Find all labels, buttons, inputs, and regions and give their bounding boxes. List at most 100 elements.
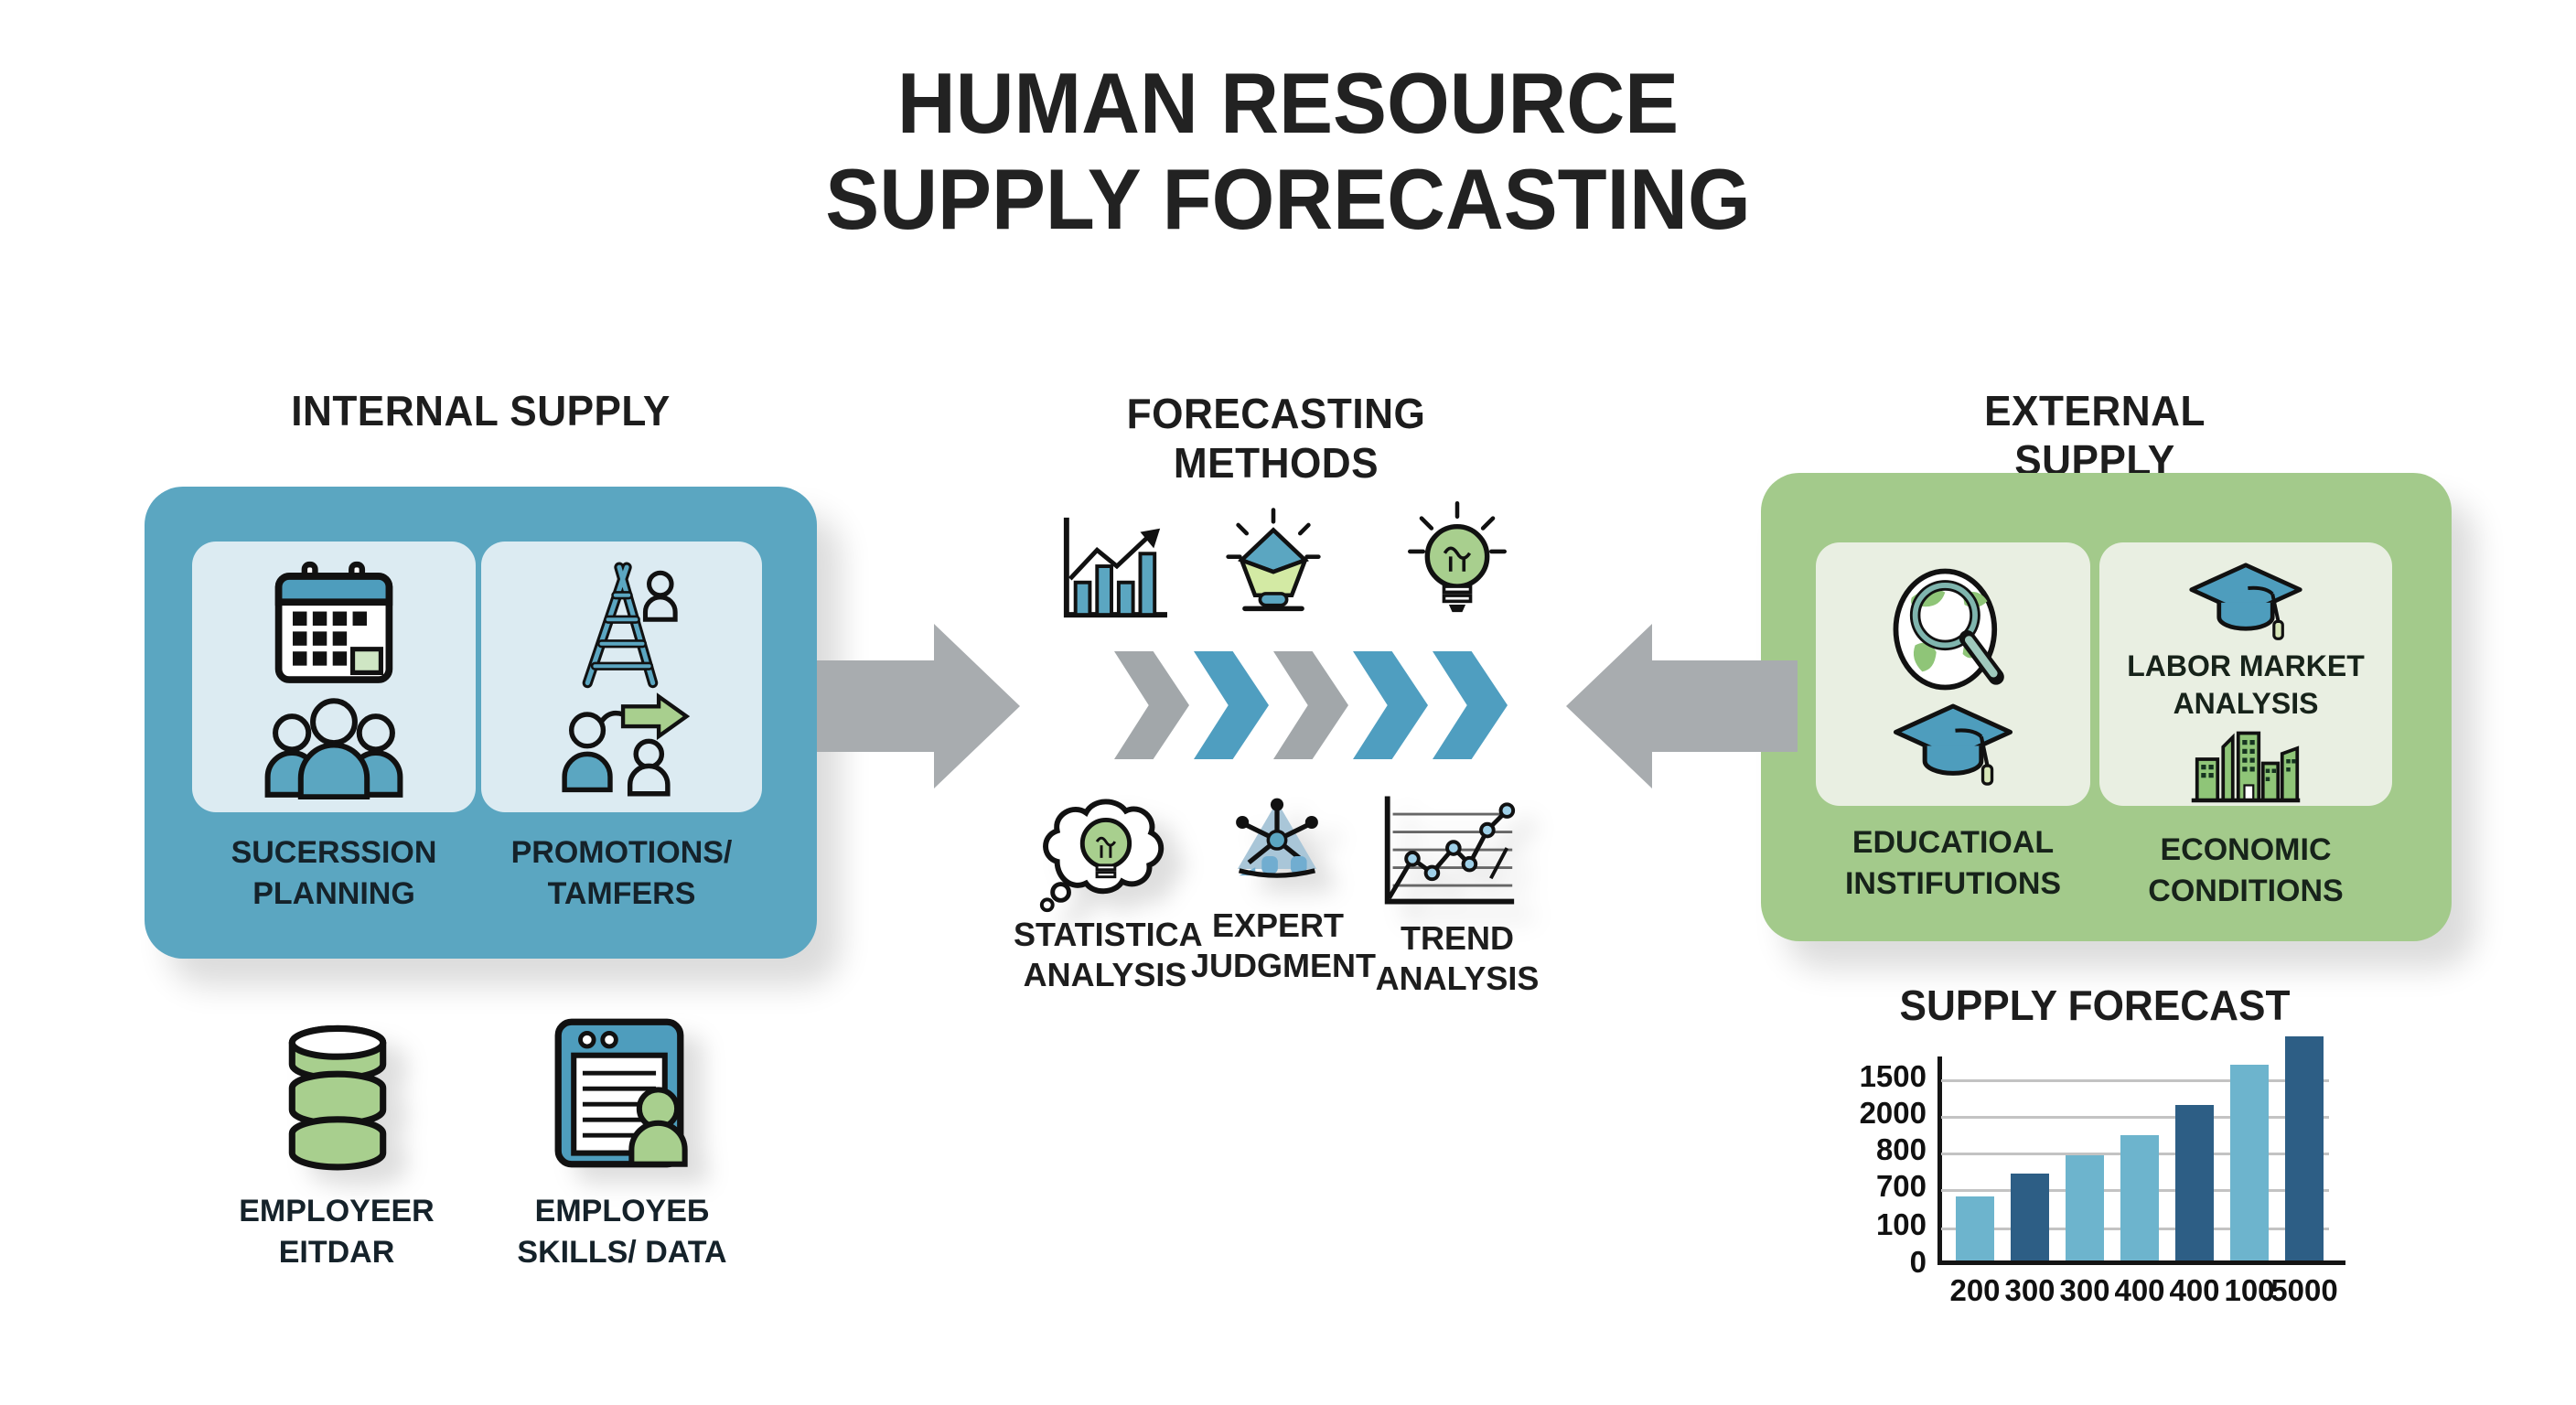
caption-line: STATISTICA xyxy=(1014,916,1203,953)
gem-icon xyxy=(1226,508,1321,612)
educational-institutions-caption: EDUCATIOAL INSTIFUTIONS xyxy=(1816,822,2090,905)
chart-y-tick-label: 1500 xyxy=(1859,1059,1927,1093)
database-icon xyxy=(288,1024,387,1171)
trend-chart-icon xyxy=(1384,796,1516,905)
caption-line: ANALYSIS xyxy=(1375,959,1540,997)
page-title: HUMAN RESOURCE SUPPLY FORECASTING xyxy=(0,55,2576,248)
chart-x-tick-label: 300 xyxy=(2059,1273,2110,1307)
graduation-cap-icon xyxy=(2189,563,2302,640)
heading-line: METHODS xyxy=(1173,439,1379,487)
chart-y-axis xyxy=(1937,1056,1942,1265)
chevron-gray-icon xyxy=(1114,651,1189,759)
page-title-line2: SUPPLY FORECASTING xyxy=(825,151,1751,248)
caption-line: EMPLOYEБ xyxy=(534,1194,710,1228)
employee-record-icon xyxy=(554,1018,688,1168)
forecasting-methods-heading: FORECASTING METHODS xyxy=(1070,389,1482,488)
forecast-bar xyxy=(2230,1065,2269,1260)
calendar-icon xyxy=(274,561,393,683)
person-transfer-icon xyxy=(561,692,690,797)
educational-institutions-panel xyxy=(1816,542,2090,806)
chart-y-tick-label: 2000 xyxy=(1859,1096,1927,1130)
employee-skills-caption: EMPLOYEБ SKILLS/ DATA xyxy=(503,1191,741,1273)
growth-chart-icon xyxy=(1063,517,1167,618)
caption-line: EDUCATIOAL xyxy=(1852,825,2055,860)
idea-cloud-icon xyxy=(1039,799,1165,913)
employee-skills-resource xyxy=(547,1015,692,1175)
chart-x-tick-label: 5000 xyxy=(2270,1273,2338,1307)
chevron-gray-icon xyxy=(1273,651,1348,759)
lightbulb-icon xyxy=(1407,501,1508,613)
career-ladder-icon xyxy=(582,562,678,689)
chart-y-tick-label: 800 xyxy=(1875,1132,1927,1166)
people-group-icon xyxy=(264,698,403,799)
promotions-transfers-panel xyxy=(481,542,762,812)
forecast-bar xyxy=(2120,1135,2159,1260)
forecast-bar xyxy=(2011,1174,2049,1260)
chart-x-axis xyxy=(1937,1260,2345,1265)
chevron-blue-icon xyxy=(1433,651,1508,759)
forecast-bar xyxy=(2066,1155,2104,1260)
chart-gridline xyxy=(1941,1116,2329,1119)
heading-line: FORECASTING xyxy=(1126,390,1426,437)
expert-network-icon-wrap xyxy=(1217,785,1337,905)
expert-network-icon xyxy=(1236,798,1318,878)
city-buildings-icon xyxy=(2191,731,2301,803)
trend-chart-icon-wrap xyxy=(1377,792,1519,914)
chart-x-tick-label: 100 xyxy=(2224,1273,2275,1307)
lightbulb-icon-wrap xyxy=(1403,501,1511,623)
chart-gridline xyxy=(1941,1079,2329,1082)
labor-market-caption: LABOR MARKET ANALYSIS xyxy=(2127,648,2365,724)
external-supply-box: EDUCATIOAL INSTIFUTIONS LABOR MARKET ANA… xyxy=(1761,473,2452,941)
idea-cloud-icon-wrap xyxy=(1030,788,1175,921)
caption-line: TREND xyxy=(1401,919,1514,957)
graduation-cap-icon xyxy=(1893,703,2013,786)
caption-line: ECONOMIC xyxy=(2160,832,2332,867)
globe-search-icon xyxy=(1893,568,2004,691)
forecast-bar xyxy=(2285,1036,2324,1260)
supply-forecast-title: SUPPLY FORECAST xyxy=(1899,981,2291,1029)
chart-x-tick-label: 300 xyxy=(2004,1273,2055,1307)
succession-planning-caption: SUCERSSION PLANNING xyxy=(192,832,476,915)
process-chevrons xyxy=(1114,651,1508,759)
chevron-blue-icon xyxy=(1194,651,1269,759)
caption-line: EMPLOYEER xyxy=(239,1194,435,1228)
chart-y-tick-label: 700 xyxy=(1875,1169,1927,1203)
caption-line: PLANNING xyxy=(252,875,415,911)
succession-planning-panel xyxy=(192,542,476,812)
caption-line: LABOR MARKET xyxy=(2127,649,2365,682)
forecast-bar xyxy=(1956,1196,1994,1260)
caption-line: EITDAR xyxy=(278,1234,395,1270)
arrow-internal-to-methods xyxy=(817,624,1020,793)
caption-line: ANALYSIS xyxy=(2173,687,2319,721)
forecast-bar xyxy=(2175,1105,2214,1260)
external-supply-heading: EXTERNAL SUPPLY xyxy=(1984,387,2206,484)
economic-conditions-caption: ECONOMIC CONDITIONS xyxy=(2099,830,2392,912)
caption-line: SKILLS/ DATA xyxy=(517,1234,727,1270)
employee-database-resource xyxy=(273,1021,402,1177)
chart-x-tick-label: 400 xyxy=(2114,1273,2165,1307)
chart-y-tick-label: 0 xyxy=(1909,1245,1927,1279)
gem-icon-wrap xyxy=(1215,505,1332,627)
growth-chart-icon-wrap xyxy=(1054,514,1171,627)
chart-y-tick-label: 100 xyxy=(1875,1207,1927,1241)
trend-analysis-caption: TREND ANALYSIS xyxy=(1370,918,1544,999)
internal-supply-heading: INTERNAL SUPPLY xyxy=(291,387,671,434)
caption-line: INSTIFUTIONS xyxy=(1844,865,2062,901)
chart-x-tick-label: 400 xyxy=(2169,1273,2220,1307)
caption-line: JUDGMENT xyxy=(1191,946,1377,984)
chart-x-tick-label: 200 xyxy=(1949,1273,2001,1307)
labor-market-panel: LABOR MARKET ANALYSIS xyxy=(2099,542,2392,806)
caption-line: CONDITIONS xyxy=(2148,873,2344,908)
right-arrow-icon xyxy=(817,624,1020,788)
caption-line: ANALYSIS xyxy=(1023,955,1187,993)
internal-supply-box: SUCERSSION PLANNING PROMOTIONS/ TAMFERS xyxy=(145,487,817,959)
caption-line: SUCERSSION xyxy=(231,835,437,870)
page-title-line1: HUMAN RESOURCE xyxy=(896,55,1680,151)
employee-database-caption: EMPLOYEER EITDAR xyxy=(218,1191,456,1273)
left-arrow-icon xyxy=(1566,624,1798,788)
caption-line: TAMFERS xyxy=(547,875,696,911)
statistical-analysis-caption: STATISTICA ANALYSIS xyxy=(1014,915,1203,995)
promotions-transfers-caption: PROMOTIONS/ TAMFERS xyxy=(481,832,762,915)
arrow-external-to-methods xyxy=(1566,624,1798,793)
